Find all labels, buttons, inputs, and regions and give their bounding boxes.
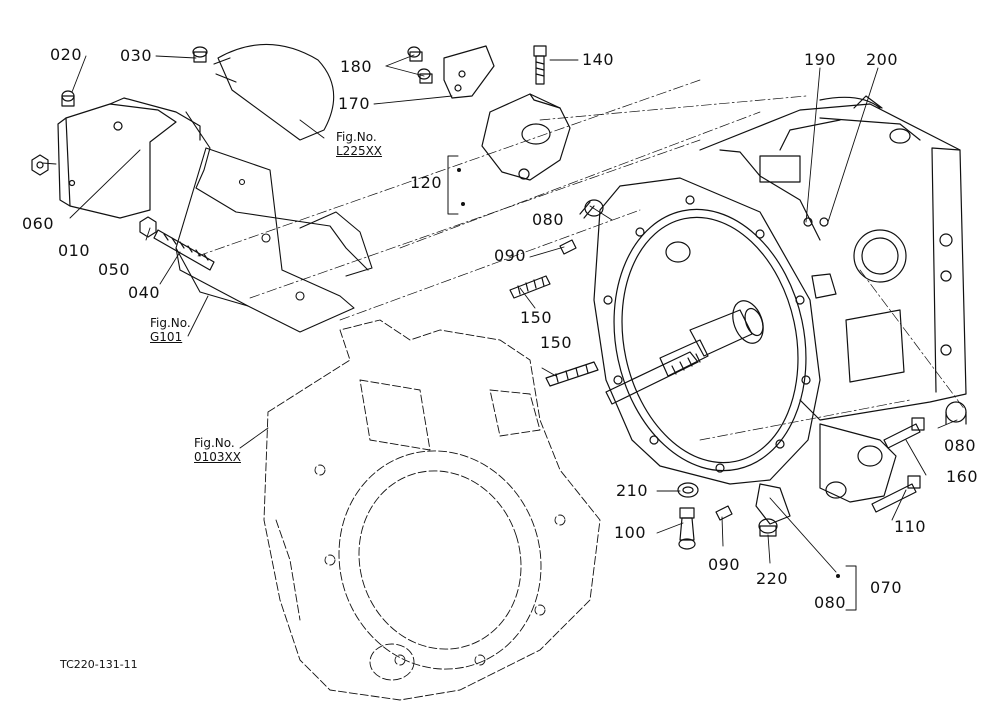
bush-080-right [945, 401, 967, 425]
callout-220: 220 [756, 569, 789, 588]
callout-170: 170 [338, 94, 371, 113]
lower-boss [755, 423, 897, 525]
callout-030: 030 [120, 46, 153, 65]
cover-plate [185, 43, 369, 271]
diagram-code: TC220-131-11 [60, 658, 138, 671]
transmission-case [699, 95, 967, 421]
figure-ref-number: L225XX [336, 144, 383, 158]
clutch-housing [593, 177, 821, 485]
bolts-180 [407, 46, 433, 84]
input-shaft [605, 300, 764, 405]
figure-ref-label: Fig.No. [336, 130, 377, 144]
callout-200: 200 [866, 50, 899, 69]
callout-090-bottom: 090 [708, 555, 741, 574]
bearing-190-200 [803, 217, 829, 227]
bush-080-top [579, 199, 604, 219]
callout-080-right: 080 [944, 436, 977, 455]
callout-090-top: 090 [494, 246, 527, 265]
figure-ref-number: G101 [150, 330, 183, 344]
callout-060: 060 [22, 214, 55, 233]
figure-reference-l225xx: Fig.No. L225XX [336, 130, 382, 158]
figure-ref-label: Fig.No. [194, 436, 235, 450]
bolt-140 [533, 45, 547, 85]
leader-lines [41, 54, 958, 573]
figure-ref-label: Fig.No. [150, 316, 191, 330]
callout-120: 120 [410, 173, 443, 192]
nut-060 [31, 154, 49, 176]
fitting-100 [678, 507, 696, 550]
callout-140: 140 [582, 50, 615, 69]
engine-housing [263, 319, 601, 701]
callout-080-top: 080 [532, 210, 565, 229]
nut-050 [139, 216, 157, 238]
callout-110: 110 [894, 517, 927, 536]
screw-020 [61, 90, 75, 107]
set-bracket-120 [447, 155, 459, 215]
pin-090-top [559, 239, 577, 255]
callout-070: 070 [870, 578, 903, 597]
figure-ref-number: 0103XX [194, 450, 241, 464]
callout-160: 160 [946, 467, 979, 486]
pin-090-bottom [715, 505, 733, 521]
ring-210 [677, 482, 699, 498]
callout-210: 210 [616, 481, 649, 500]
screw-030 [192, 46, 208, 63]
callout-040: 040 [128, 283, 161, 302]
callout-020: 020 [50, 45, 83, 64]
plug-220 [758, 518, 778, 537]
lever-170 [443, 45, 495, 99]
stud-040 [153, 229, 215, 271]
set-bracket-070 [845, 565, 857, 611]
figure-reference-g101: Fig.No. G101 [150, 316, 191, 344]
callout-010: 010 [58, 241, 91, 260]
centerlines [197, 79, 966, 441]
callout-150-upper: 150 [520, 308, 553, 327]
figure-reference-0103xx: Fig.No. 0103XX [194, 436, 241, 464]
mount-base [175, 147, 373, 333]
control-body-120 [481, 93, 571, 181]
stud-150-upper [509, 275, 551, 299]
callout-180: 180 [340, 57, 373, 76]
callout-190: 190 [804, 50, 837, 69]
bracket-010 [57, 97, 201, 219]
bolt-160 [883, 417, 925, 449]
callout-050: 050 [98, 260, 131, 279]
bolt-110 [871, 475, 921, 513]
callout-150-lower: 150 [540, 333, 573, 352]
stud-150-lower [545, 361, 599, 387]
callout-080-bottom: 080 [814, 593, 847, 612]
callout-100: 100 [614, 523, 647, 542]
